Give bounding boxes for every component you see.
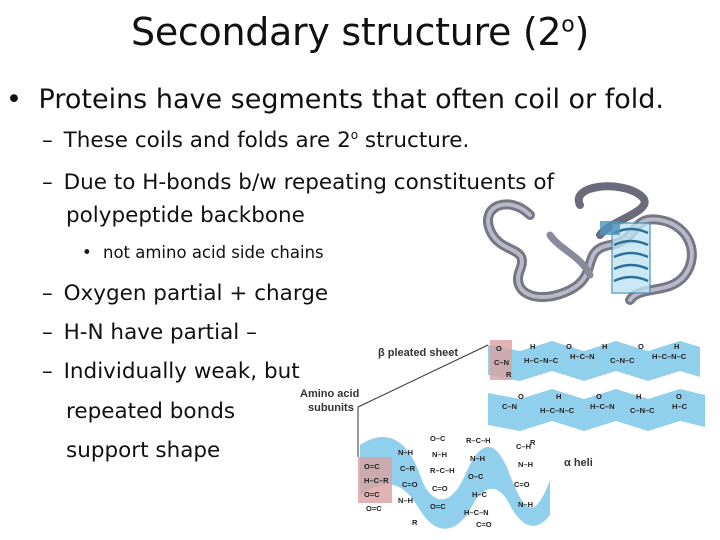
svg-text:C–N–C: C–N–C xyxy=(610,356,635,365)
svg-text:H–C: H–C xyxy=(672,402,688,411)
dash-marker: – xyxy=(42,281,53,306)
svg-text:C–N–C: C–N–C xyxy=(630,406,655,415)
svg-text:C=O: C=O xyxy=(402,480,418,489)
bullet-2: – These coils and folds are 2o structure… xyxy=(42,128,469,153)
svg-text:H–C–N: H–C–N xyxy=(590,402,615,411)
bullet-7-continuation-2: support shape xyxy=(66,438,221,463)
bullet-4: • not amino acid side chains xyxy=(82,243,324,262)
svg-text:C–H: C–H xyxy=(516,442,531,451)
svg-text:C–N: C–N xyxy=(502,402,517,411)
bullet-5: – Oxygen partial + charge xyxy=(42,281,328,306)
dash-marker: – xyxy=(42,359,53,384)
svg-text:N–H: N–H xyxy=(432,450,447,459)
protein-ribbon-illustration xyxy=(483,182,697,305)
bullet-2-sup: o xyxy=(350,127,359,142)
svg-text:O: O xyxy=(496,344,502,353)
svg-text:N–H: N–H xyxy=(398,448,413,457)
bullet-2-text: These coils and folds are 2 xyxy=(63,128,351,153)
amino-acid-label-line1: Amino acid xyxy=(300,388,359,400)
svg-text:H–C–N: H–C–N xyxy=(464,508,489,517)
alpha-helix-label: α heli xyxy=(564,457,593,469)
title-superscript: o xyxy=(561,12,575,38)
bullet-7-text: Individually weak, but xyxy=(63,359,300,384)
slide-title: Secondary structure (2o) xyxy=(0,10,720,54)
svg-text:C=O: C=O xyxy=(432,484,448,493)
svg-text:O=C: O=C xyxy=(364,490,380,499)
svg-text:H–C–N–C: H–C–N–C xyxy=(540,406,575,415)
svg-text:H–C: H–C xyxy=(472,490,488,499)
bullet-marker: • xyxy=(6,84,22,115)
bullet-1: • Proteins have segments that often coil… xyxy=(6,84,664,115)
svg-text:C–R: C–R xyxy=(400,464,416,473)
svg-text:O: O xyxy=(518,392,524,401)
svg-text:H–C–N–C: H–C–N–C xyxy=(652,352,687,361)
svg-text:H–C–R: H–C–R xyxy=(364,476,389,485)
bullet-3-text: Due to H-bonds b/w repeating constituent… xyxy=(63,170,555,195)
bullet-1-text: Proteins have segments that often coil o… xyxy=(38,84,664,115)
bullet-5-text: Oxygen partial + charge xyxy=(63,281,329,306)
title-end: ) xyxy=(574,10,589,54)
svg-text:N–H: N–H xyxy=(518,460,533,469)
svg-text:N–H: N–H xyxy=(398,496,413,505)
svg-text:H–C–N: H–C–N xyxy=(570,352,595,361)
alpha-helix-illustration: O=C H–C–R O=C O=C N–H C–R C=O N–H O–C N–H R–C… xyxy=(358,434,550,529)
svg-text:H–C–N–C: H–C–N–C xyxy=(524,356,559,365)
svg-text:O: O xyxy=(596,392,602,401)
beta-sheet-label: β pleated sheet xyxy=(378,347,458,359)
bullet-4-text: not amino acid side chains xyxy=(102,243,324,262)
bullet-7: – Individually weak, but xyxy=(42,359,300,384)
pointer-lines xyxy=(357,344,489,457)
svg-text:C=O: C=O xyxy=(514,480,530,489)
svg-text:R: R xyxy=(412,518,418,527)
svg-text:R: R xyxy=(506,370,512,379)
title-text: Secondary structure (2 xyxy=(131,10,562,54)
svg-text:H: H xyxy=(674,342,679,351)
svg-text:O–C: O–C xyxy=(468,472,484,481)
bullet-6-text: H-N have partial – xyxy=(63,320,257,345)
dash-marker: – xyxy=(42,320,53,345)
dash-marker: – xyxy=(42,128,53,153)
svg-text:R–C–H: R–C–H xyxy=(466,436,491,445)
bullet-7-continuation-1: repeated bonds xyxy=(66,399,236,424)
dash-marker: – xyxy=(42,170,53,195)
svg-text:N–H: N–H xyxy=(518,500,533,509)
svg-text:C–N: C–N xyxy=(494,358,509,367)
svg-text:N–H: N–H xyxy=(470,454,485,463)
amino-acid-label-line2: subunits xyxy=(308,402,354,414)
svg-text:H: H xyxy=(556,392,561,401)
sub-bullet-marker: • xyxy=(82,243,92,262)
svg-text:H: H xyxy=(530,342,535,351)
svg-text:R: R xyxy=(530,438,536,447)
bullet-3: – Due to H-bonds b/w repeating constitue… xyxy=(42,170,554,195)
bullet-3-continuation: polypeptide backbone xyxy=(66,203,305,228)
svg-text:O=C: O=C xyxy=(366,504,382,513)
svg-text:O=C: O=C xyxy=(364,462,380,471)
svg-text:C=O: C=O xyxy=(476,520,492,529)
bullet-2-text-end: structure. xyxy=(358,128,470,153)
svg-text:O: O xyxy=(638,342,644,351)
svg-text:O=C: O=C xyxy=(430,502,446,511)
svg-text:R–C–H: R–C–H xyxy=(430,466,455,475)
svg-text:O: O xyxy=(676,392,682,401)
svg-text:O: O xyxy=(566,342,572,351)
svg-text:H: H xyxy=(636,392,641,401)
bullet-6: – H-N have partial – xyxy=(42,320,257,345)
svg-text:O–C: O–C xyxy=(430,434,446,443)
svg-text:H: H xyxy=(602,342,607,351)
